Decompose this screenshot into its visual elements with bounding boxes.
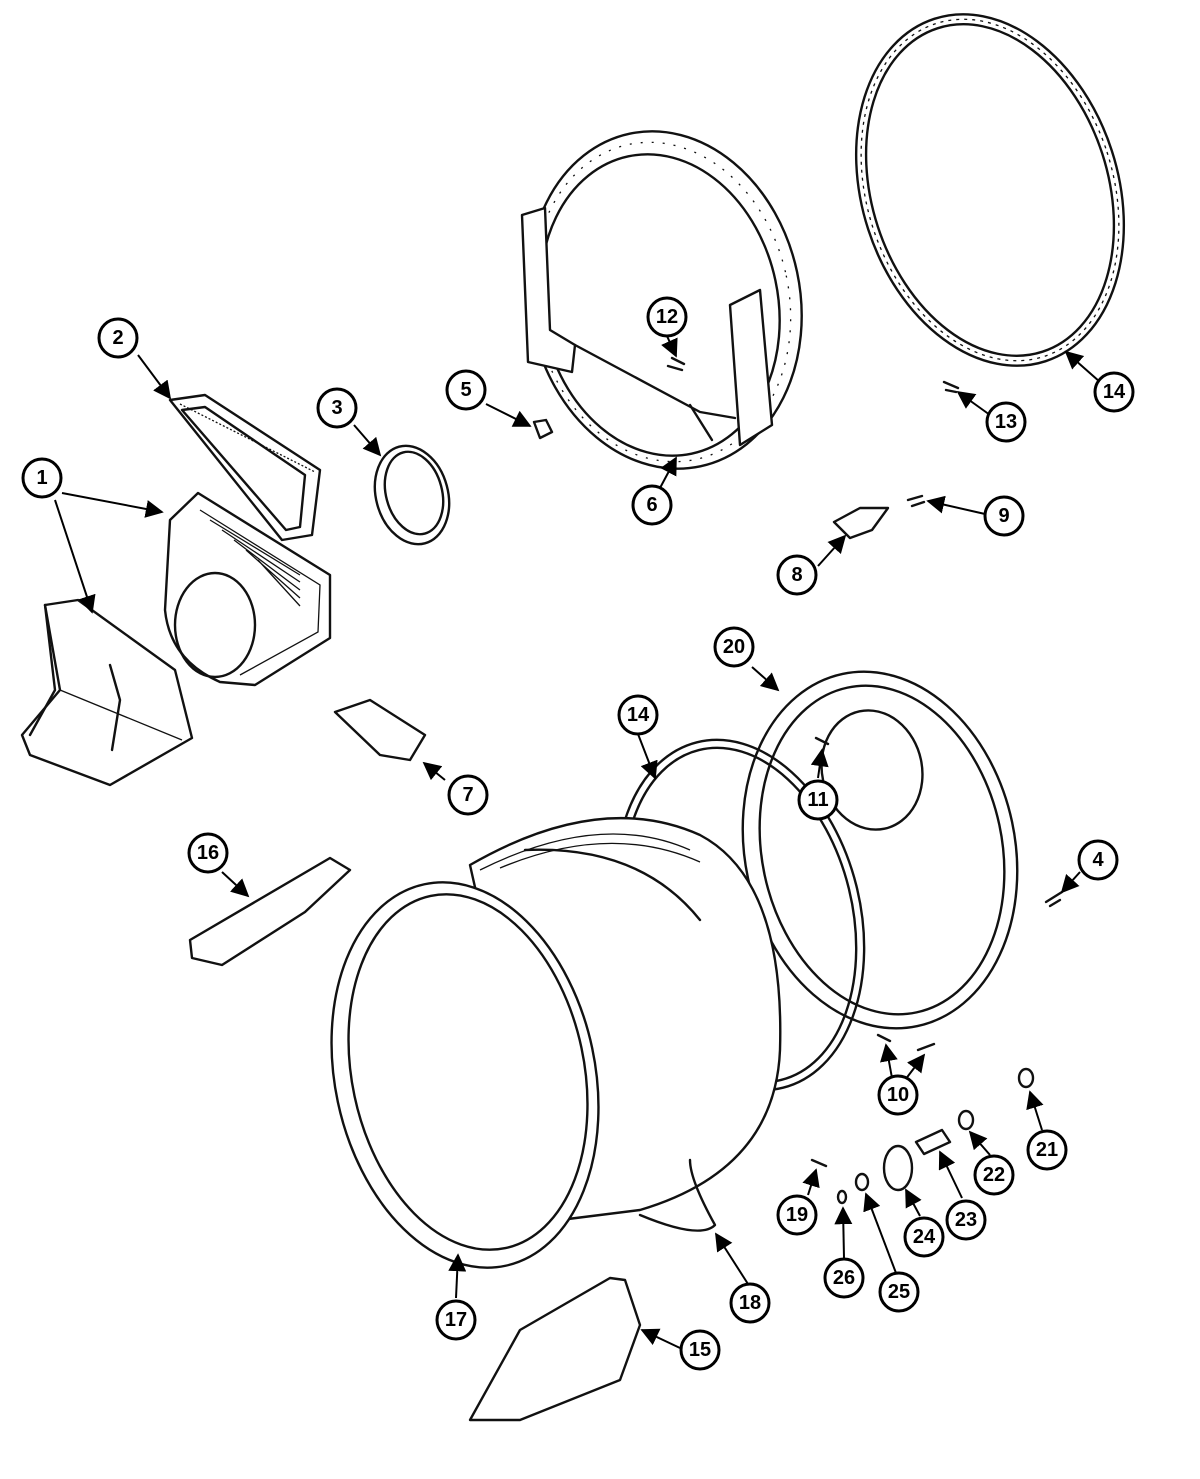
svg-text:8: 8 xyxy=(791,564,802,586)
svg-text:4: 4 xyxy=(1092,849,1104,871)
callout-3: 3 xyxy=(316,387,358,429)
callout-9: 9 xyxy=(983,495,1025,537)
svg-text:6: 6 xyxy=(646,494,657,516)
screw-part-13 xyxy=(942,380,960,394)
callout-15: 15 xyxy=(679,1329,721,1371)
washer-part-25 xyxy=(854,1172,870,1192)
clip-part xyxy=(532,418,554,440)
callout-10: 10 xyxy=(877,1074,919,1116)
callout-11: 11 xyxy=(797,779,839,821)
callout-5: 5 xyxy=(445,369,487,411)
callout-22: 22 xyxy=(973,1154,1015,1196)
callout-19: 19 xyxy=(776,1194,818,1236)
callout-21: 21 xyxy=(1026,1129,1068,1171)
svg-text:1: 1 xyxy=(36,467,47,489)
callout-14-top: 14 xyxy=(1093,371,1135,413)
shaft-part-23 xyxy=(914,1128,952,1156)
washer-part-26 xyxy=(836,1189,848,1205)
svg-text:5: 5 xyxy=(460,379,471,401)
washer-part-21 xyxy=(1017,1067,1035,1089)
svg-text:2: 2 xyxy=(112,327,123,349)
callout-4: 4 xyxy=(1077,839,1119,881)
svg-text:14: 14 xyxy=(627,704,650,726)
drum xyxy=(330,816,782,1269)
callout-2: 2 xyxy=(97,317,139,359)
callout-12: 12 xyxy=(646,296,688,338)
svg-text:11: 11 xyxy=(807,789,828,811)
svg-text:22: 22 xyxy=(983,1164,1005,1186)
callout-6: 6 xyxy=(631,484,673,526)
blower-ring xyxy=(373,444,451,546)
washer-part-22 xyxy=(957,1109,975,1131)
svg-text:7: 7 xyxy=(462,784,473,806)
svg-text:19: 19 xyxy=(786,1204,808,1226)
screw-part-4 xyxy=(1044,890,1064,908)
duct-housing-upper xyxy=(163,491,332,687)
lint-filter xyxy=(168,393,322,542)
svg-text:18: 18 xyxy=(739,1292,761,1314)
svg-text:3: 3 xyxy=(331,397,342,419)
svg-text:9: 9 xyxy=(998,505,1009,527)
callout-17: 17 xyxy=(435,1299,477,1341)
support-part-16 xyxy=(188,856,352,967)
svg-text:25: 25 xyxy=(888,1281,910,1303)
bracket-part-8 xyxy=(832,506,890,540)
drum-seal-ring-top xyxy=(854,13,1126,367)
screw-part-12 xyxy=(666,356,686,372)
svg-text:15: 15 xyxy=(689,1339,711,1361)
cover-part-15 xyxy=(468,1276,642,1422)
screw-part-10a xyxy=(876,1033,892,1043)
svg-text:26: 26 xyxy=(833,1267,855,1289)
screw-part-10b xyxy=(916,1042,936,1052)
svg-text:24: 24 xyxy=(913,1226,936,1248)
callout-16: 16 xyxy=(187,832,229,874)
svg-text:14: 14 xyxy=(1103,381,1126,403)
svg-text:17: 17 xyxy=(445,1309,467,1331)
screw-part-19 xyxy=(810,1158,828,1168)
callout-26: 26 xyxy=(823,1257,865,1299)
svg-text:12: 12 xyxy=(656,306,678,328)
callout-25: 25 xyxy=(878,1271,920,1313)
svg-text:13: 13 xyxy=(995,411,1017,433)
callout-7: 7 xyxy=(447,774,489,816)
leader-lines xyxy=(54,335,1101,1349)
svg-text:23: 23 xyxy=(955,1209,977,1231)
screw-part-11 xyxy=(814,736,830,746)
duct-housing-lower xyxy=(20,598,194,787)
drive-belt xyxy=(638,1158,717,1232)
callout-23: 23 xyxy=(945,1199,987,1241)
callout-20: 20 xyxy=(713,626,755,668)
svg-text:10: 10 xyxy=(887,1084,909,1106)
screw-part-9 xyxy=(906,494,926,508)
callout-18: 18 xyxy=(729,1282,771,1324)
callout-13: 13 xyxy=(985,401,1027,443)
callout-1: 1 xyxy=(21,457,63,499)
bracket-part-7 xyxy=(333,698,427,762)
svg-text:20: 20 xyxy=(723,636,745,658)
rear-bulkhead xyxy=(520,130,803,470)
callout-8: 8 xyxy=(776,554,818,596)
svg-text:21: 21 xyxy=(1036,1139,1058,1161)
callout-14-lower: 14 xyxy=(617,694,659,736)
pulley-part-24 xyxy=(882,1144,914,1192)
callout-24: 24 xyxy=(903,1216,945,1258)
svg-text:16: 16 xyxy=(197,842,219,864)
